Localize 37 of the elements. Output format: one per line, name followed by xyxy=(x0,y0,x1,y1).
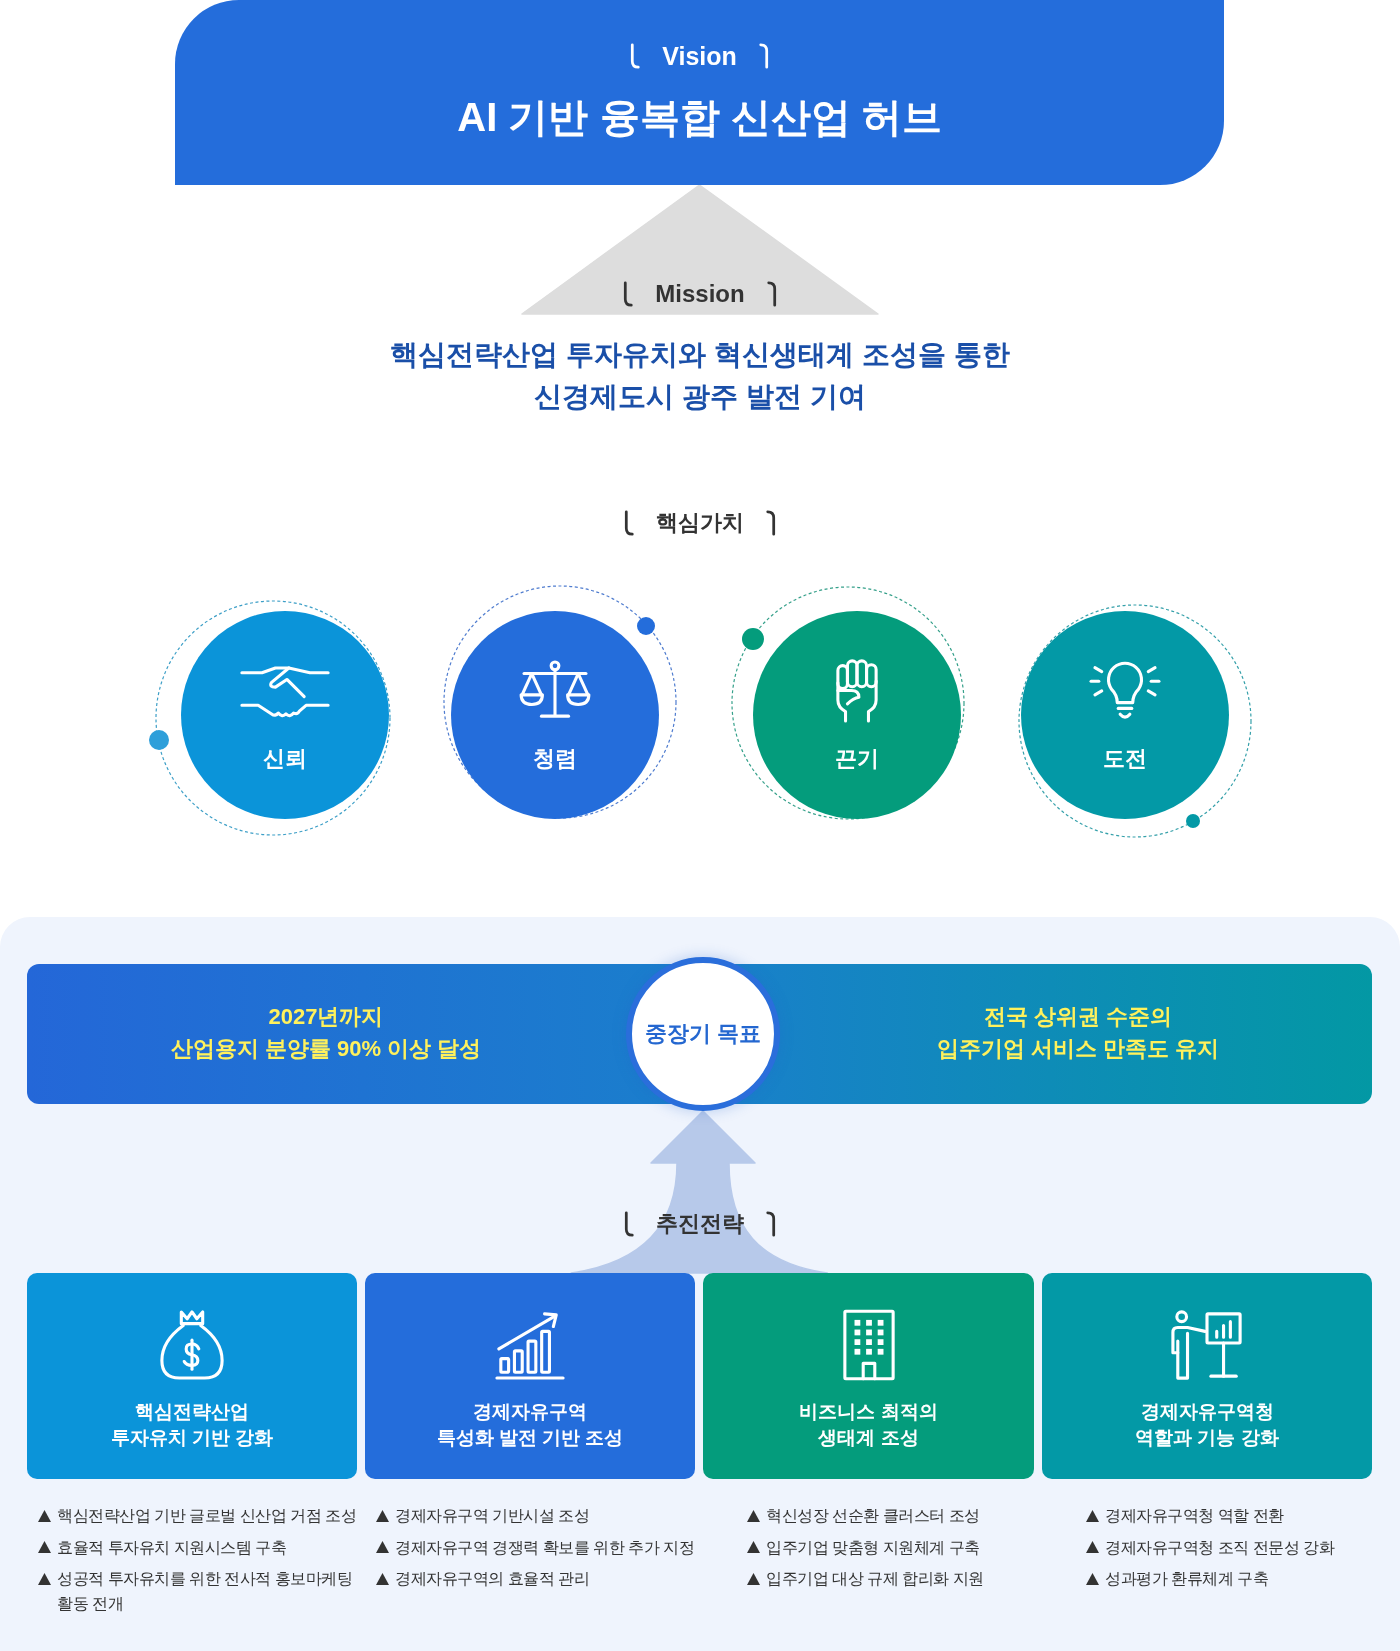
section-heading: Mission xyxy=(655,279,745,309)
list-item: 효율적 투자유치 지원시스템 구축 xyxy=(57,1537,287,1558)
goal-label: 중장기 목표 xyxy=(644,1020,762,1048)
strategy-box xyxy=(703,1273,1034,1479)
list-item: 입주기업 맞춤형 지원체계 구축 xyxy=(766,1537,980,1558)
list-item: 혁신성장 선순환 클러스터 조성 xyxy=(766,1506,980,1526)
list-item: 경제자유구역청 역할 전환 xyxy=(1105,1506,1284,1526)
list-item: 입주기업 대상 규제 합리화 지원 xyxy=(766,1569,984,1589)
list-item: 성공적 투자유치를 위한 전사적 홍보마케팅 활동 전개 xyxy=(57,1569,353,1614)
goal-band xyxy=(27,964,1372,1104)
vision-banner xyxy=(175,0,1224,185)
strategy-title: 경제자유구역청 역할과 기능 강화 xyxy=(1135,1400,1279,1450)
list-item: 경제자유구역 기반시설 조성 xyxy=(395,1506,590,1526)
section-heading: 추진전략 xyxy=(656,1210,744,1238)
value-label: 청렴 xyxy=(533,745,577,773)
section-heading: Vision xyxy=(662,41,737,71)
value-label: 도전 xyxy=(1103,745,1147,773)
list-item: 성과평가 환류체계 구축 xyxy=(1105,1569,1269,1589)
list-item: 핵심전략산업 기반 글로벌 신산업 거점 조성 xyxy=(57,1506,357,1526)
strategy-title: 경제자유구역 특성화 발전 기반 조성 xyxy=(436,1400,624,1450)
chevron-arrow xyxy=(521,184,879,315)
strategy-title: 비즈니스 최적의 생태계 조성 xyxy=(799,1400,938,1450)
vision-title: AI 기반 융복합 신산업 허브 xyxy=(457,94,942,141)
strategy-box xyxy=(27,1273,357,1479)
list-item: 경제자유구역의 효율적 관리 xyxy=(395,1569,590,1589)
mission-statement: 핵심전략산업 투자유치와 혁신생태계 조성을 통한 신경제도시 광주 발전 기여 xyxy=(390,338,1010,414)
strategy-box xyxy=(365,1273,695,1479)
goal-text: 2027년까지 산업용지 분양률 90% 이상 달성 xyxy=(170,1003,482,1063)
strategy-title: 핵심전략산업 투자유치 기반 강화 xyxy=(110,1400,274,1450)
block-arrow xyxy=(570,1110,828,1274)
value-label: 끈기 xyxy=(835,745,879,773)
goal-text: 전국 상위권 수준의 입주기업 서비스 만족도 유지 xyxy=(936,1003,1220,1063)
list-item: 경제자유구역 경쟁력 확보를 위한 추가 지정 xyxy=(395,1537,695,1558)
value-label: 신뢰 xyxy=(263,745,307,773)
section-heading: 핵심가치 xyxy=(656,509,744,537)
strategy-box xyxy=(1042,1273,1372,1479)
list-item: 경제자유구역청 조직 전문성 강화 xyxy=(1105,1537,1335,1558)
